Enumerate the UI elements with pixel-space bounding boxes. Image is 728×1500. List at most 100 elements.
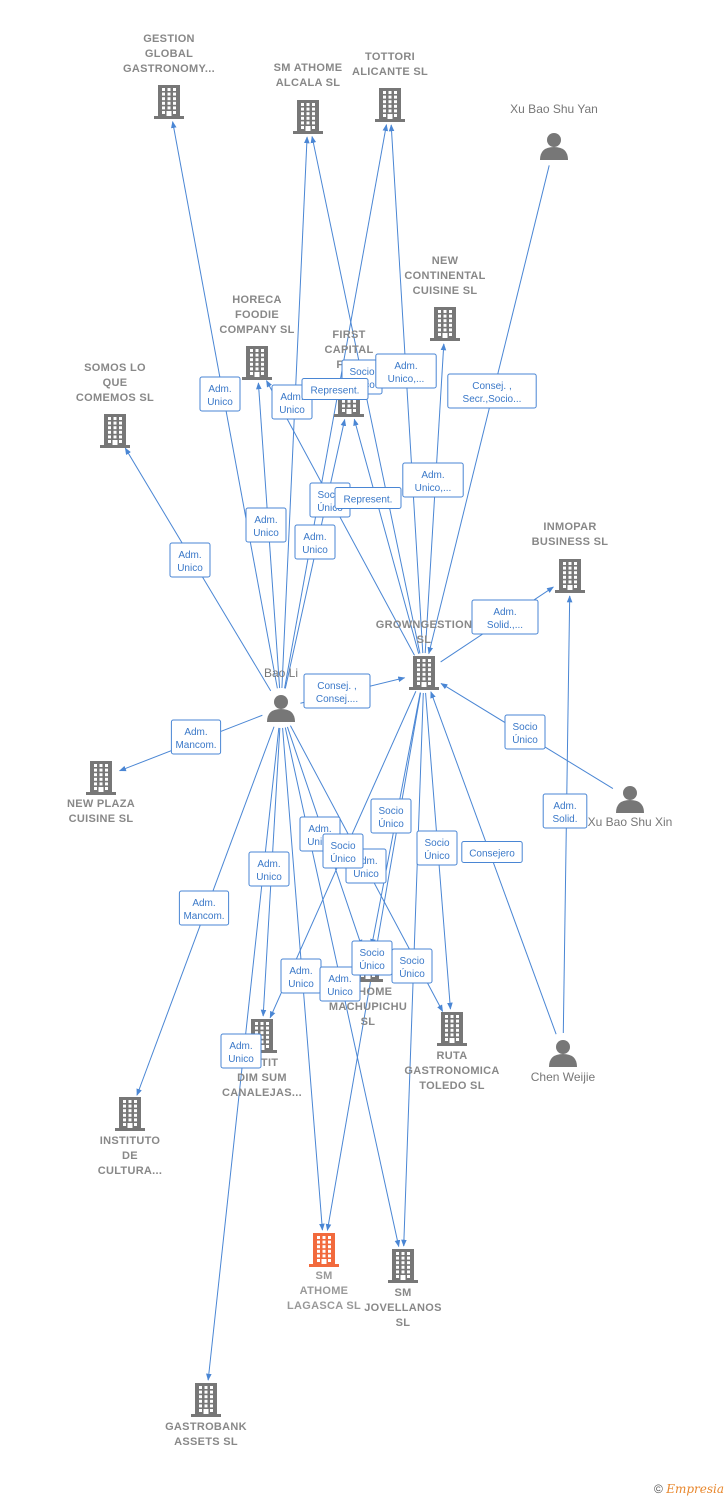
edge-label-growngestion-to-inmopar[interactable]: Adm.Solid.,... [471, 599, 539, 635]
edge-label-text: Represent. [311, 386, 360, 397]
edge-label-box [220, 1033, 262, 1069]
node-label: CUISINE SL [69, 813, 134, 825]
edge-label-box [170, 719, 222, 755]
footer-credit: © Empresia [654, 1482, 724, 1496]
node-label: QUE [103, 377, 128, 389]
building-icon [437, 1012, 467, 1046]
node-label: NEW [432, 255, 459, 267]
node-tottori[interactable]: TOTTORI ALICANTE SL [352, 51, 428, 122]
edge-label-baoli-to-smjovellanos[interactable]: Adm. Unico [319, 966, 361, 1002]
edge-label-text: Adm. [257, 859, 280, 870]
edge-label-text: Adm. [192, 898, 215, 909]
node-baoli[interactable]: Bao Li [264, 666, 298, 722]
edge-label-text: Socio [399, 956, 424, 967]
edge-label-baoli-to-firstcapital[interactable]: Adm.Unico [294, 524, 336, 560]
edge-label-baoli-to-gestion[interactable]: Adm.Unico [199, 376, 241, 412]
node-label: ALICANTE SL [352, 66, 428, 78]
node-label: GLOBAL [145, 48, 193, 60]
edge-label-baoli-to-instituto[interactable]: Adm.Mancom. [178, 890, 230, 926]
building-icon [86, 761, 116, 795]
node-label: SL [396, 1317, 411, 1329]
node-label: COMPANY SL [219, 324, 294, 336]
node-instituto[interactable]: INSTITUTODECULTURA... [98, 1097, 163, 1177]
node-chenweijie[interactable]: Chen Weijie [531, 1040, 596, 1084]
building-icon [100, 414, 130, 448]
edge-label-text: Adm. [184, 727, 207, 738]
building-icon [375, 88, 405, 122]
edge-label-text: Adm. [354, 856, 377, 867]
edge-label-text: Unico,... [415, 483, 452, 494]
person-icon [540, 133, 568, 160]
edge-label-xubaoshuyan-to-growngestion[interactable]: Consej. ,Secr.,Socio... [447, 373, 537, 409]
node-label: SL [361, 1016, 376, 1028]
node-xubaoshuxin[interactable]: Xu Bao Shu Xin [588, 786, 673, 829]
node-xubaoshuyan[interactable]: Xu Bao Shu Yan [510, 102, 598, 160]
node-label: TOLEDO SL [419, 1080, 484, 1092]
edge-label-baoli-to-smlagasca[interactable]: Adm.Unico [280, 958, 322, 994]
building-icon [115, 1097, 145, 1131]
node-label: SOMOS LO [84, 362, 146, 374]
node-label: LAGASCA SL [287, 1300, 361, 1312]
edge-label-baoli-to-newplaza[interactable]: Adm.Mancom. [170, 719, 222, 755]
node-newcontinental[interactable]: NEW CONTINENTAL CUISINE SL [404, 255, 485, 341]
edge-label-baoli-to-growngestion[interactable]: Consej. ,Consej.... [303, 673, 371, 709]
edge-label-baoli-to-somos[interactable]: Adm.Unico [169, 542, 211, 578]
edge-label-box [178, 890, 230, 926]
node-somos[interactable]: SOMOS LO QUE COMEMOS SL [76, 362, 154, 448]
edge-label-baoli-to-petitdimsum[interactable]: Adm.Unico [248, 851, 290, 887]
edge-label-chenweijie-to-growngestion[interactable]: Consejero [461, 841, 523, 863]
edge-label-box [471, 599, 539, 635]
brand-logo[interactable]: Empresia [666, 1482, 724, 1496]
edge-label-text: Consej. , [472, 381, 511, 392]
node-label: CANALEJAS... [222, 1087, 302, 1099]
edge-label-baoli-to-gastrobank[interactable]: Adm.Unico [220, 1033, 262, 1069]
edge-label-growngestion-to-firstcapital[interactable]: Represent. [334, 487, 402, 509]
node-gestion[interactable]: GESTIONGLOBALGASTRONOMY... [123, 33, 215, 119]
edge-label-text: Adm. [328, 974, 351, 985]
node-label: Chen Weijie [531, 1070, 596, 1084]
node-label: Xu Bao Shu Xin [588, 815, 673, 829]
building-icon [309, 1233, 339, 1267]
edge-label-growngestion-to-tottori[interactable]: Adm.Unico,... [375, 353, 437, 389]
edge-label-text: Adm. [421, 470, 444, 481]
edge-label-chenweijie-to-inmopar[interactable]: Adm.Solid. [542, 793, 588, 829]
node-label: FOODIE [235, 309, 279, 321]
edge-label-box [169, 542, 211, 578]
node-label: CONTINENTAL [404, 270, 485, 282]
edge-label-text: Adm. [254, 515, 277, 526]
edge-label-box [447, 373, 537, 409]
node-label: CUISINE SL [413, 285, 478, 297]
edge-label-text: Adm. [394, 361, 417, 372]
node-label: COMEMOS SL [76, 392, 154, 404]
node-label: SM [315, 1270, 332, 1282]
edge-label-text: Unico [327, 987, 353, 998]
edge-label-box [248, 851, 290, 887]
edge-label-text: Único [359, 959, 385, 972]
edge-label-growngestion-to-newcontinental[interactable]: Adm. Unico,... [402, 462, 464, 498]
edge-label-box [245, 507, 287, 543]
node-label: Xu Bao Shu Yan [510, 102, 598, 116]
edge-label-text: Unico [307, 837, 333, 848]
edge-label-text: Solid.,... [487, 620, 523, 631]
edge-label-baoli-to-smalcala[interactable]: Adm.Unico [245, 507, 287, 543]
edge-label-growngestion-to-horeca[interactable]: Represent. [301, 378, 369, 400]
edge-label-text: Unico [207, 397, 233, 408]
person-icon [267, 695, 295, 722]
node-label: TOTTORI [365, 51, 415, 63]
